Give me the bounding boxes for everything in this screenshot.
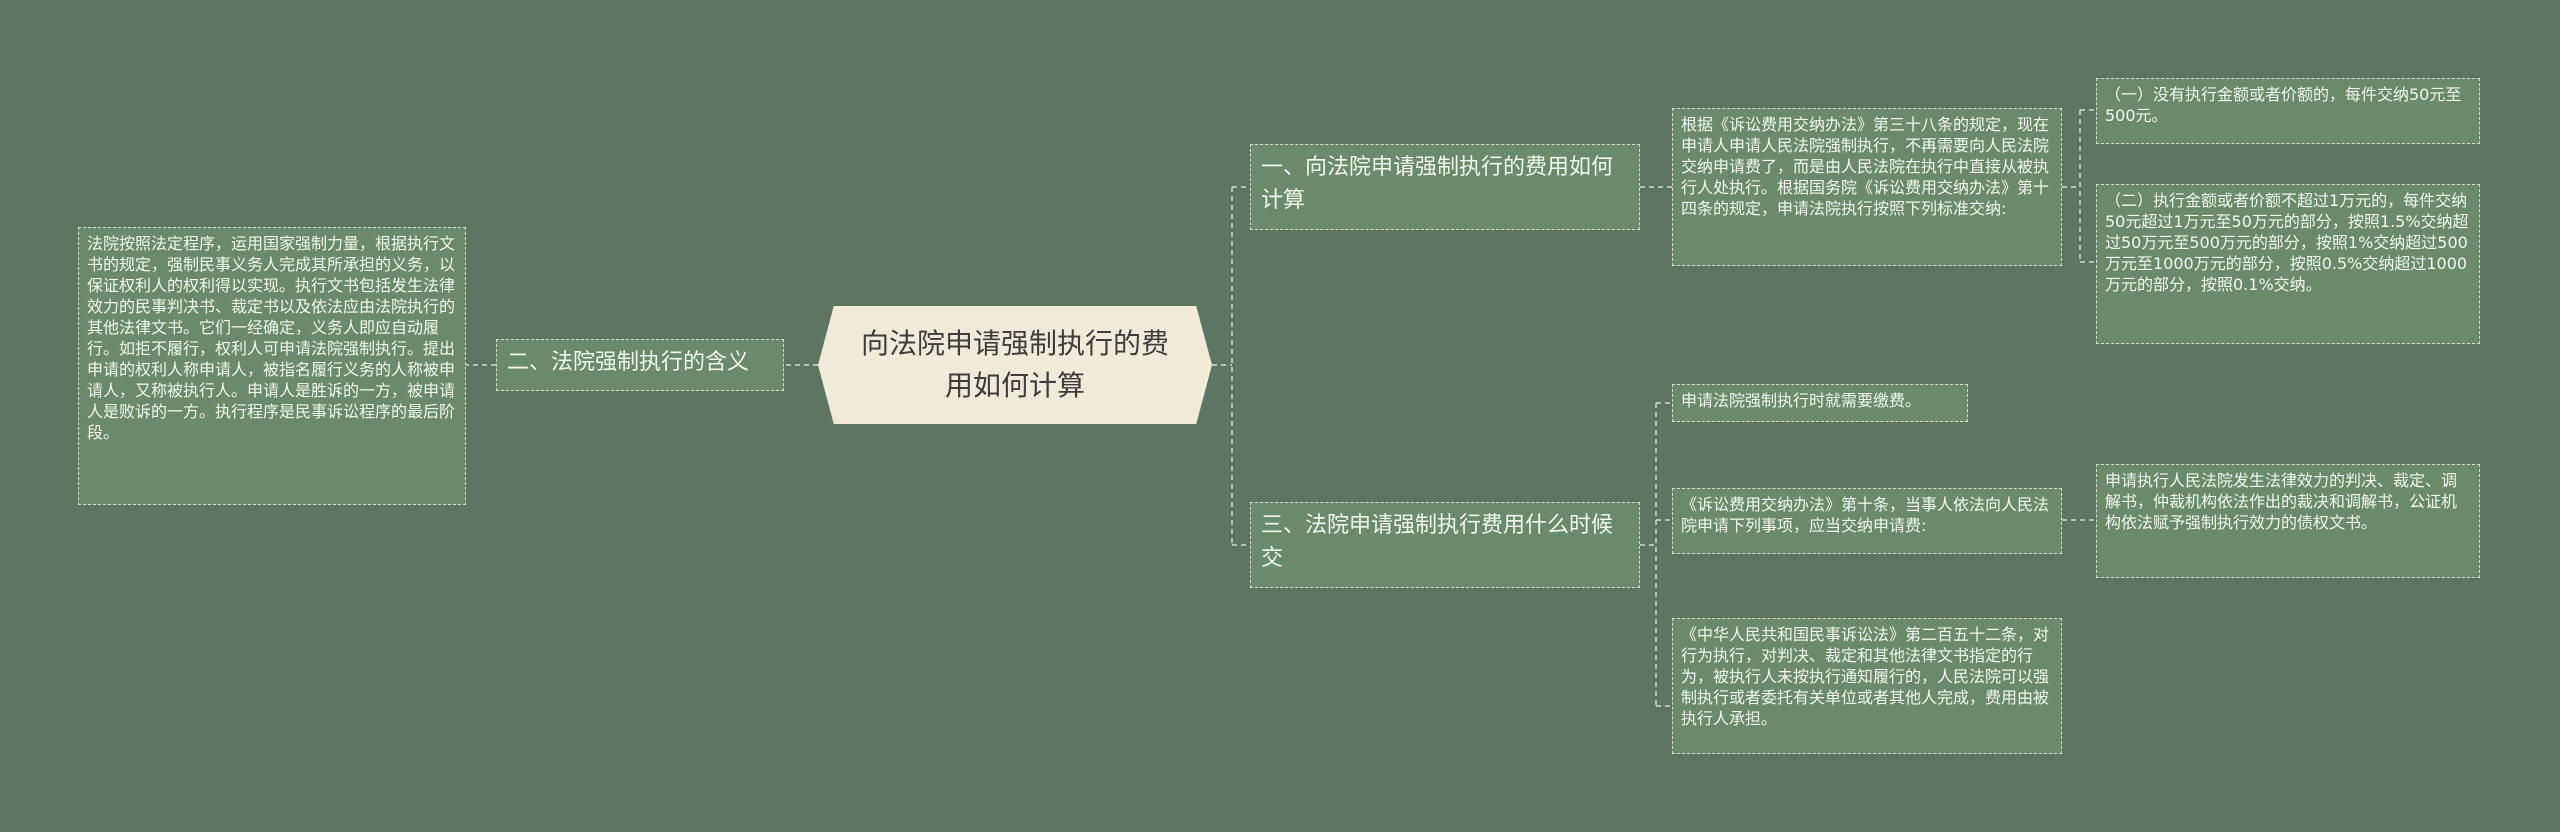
fee-standard-item-2-text: （二）执行金额或者价额不超过1万元的，每件交纳50元超过1万元至50万元的部分，… (2105, 191, 2469, 294)
fee-timing-item-2[interactable]: 《诉讼费用交纳办法》第十条，当事人依法向人民法院申请下列事项，应当交纳申请费: (1672, 488, 2062, 554)
root-title: 向法院申请强制执行的费用如何计算 (860, 327, 1169, 402)
branch-meaning-detail-text: 法院按照法定程序，运用国家强制力量，根据执行文书的规定，强制民事义务人完成其所承… (87, 234, 456, 442)
branch-fee-calc-detail[interactable]: 根据《诉讼费用交纳办法》第三十八条的规定，现在申请人申请人民法院强制执行，不再需… (1672, 108, 2062, 266)
fee-timing-item-2-child[interactable]: 申请执行人民法院发生法律效力的判决、裁定、调解书，仲裁机构依法作出的裁决和调解书… (2096, 464, 2480, 578)
fee-timing-item-1-text: 申请法院强制执行时就需要缴费。 (1681, 391, 1922, 410)
fee-timing-item-3[interactable]: 《中华人民共和国民事诉讼法》第二百五十二条，对行为执行，对判决、裁定和其他法律文… (1672, 618, 2062, 754)
fee-timing-item-1[interactable]: 申请法院强制执行时就需要缴费。 (1672, 384, 1968, 422)
branch-meaning-label: 二、法院强制执行的含义 (507, 350, 750, 375)
branch-fee-calc-detail-text: 根据《诉讼费用交纳办法》第三十八条的规定，现在申请人申请人民法院强制执行，不再需… (1681, 115, 2050, 218)
branch-meaning[interactable]: 二、法院强制执行的含义 (496, 339, 784, 391)
branch-fee-calc-label: 一、向法院申请强制执行的费用如何计算 (1261, 155, 1614, 213)
root-node[interactable]: 向法院申请强制执行的费用如何计算 (818, 306, 1212, 424)
branch-fee-calc[interactable]: 一、向法院申请强制执行的费用如何计算 (1250, 144, 1640, 230)
branch-fee-timing-label: 三、法院申请强制执行费用什么时候交 (1261, 513, 1614, 571)
fee-standard-item-2[interactable]: （二）执行金额或者价额不超过1万元的，每件交纳50元超过1万元至50万元的部分，… (2096, 184, 2480, 344)
fee-timing-item-3-text: 《中华人民共和国民事诉讼法》第二百五十二条，对行为执行，对判决、裁定和其他法律文… (1681, 625, 2050, 728)
fee-standard-item-1[interactable]: （一）没有执行金额或者价额的，每件交纳50元至500元。 (2096, 78, 2480, 144)
fee-standard-item-1-text: （一）没有执行金额或者价额的，每件交纳50元至500元。 (2105, 85, 2462, 125)
branch-meaning-detail[interactable]: 法院按照法定程序，运用国家强制力量，根据执行文书的规定，强制民事义务人完成其所承… (78, 227, 466, 505)
branch-fee-timing[interactable]: 三、法院申请强制执行费用什么时候交 (1250, 502, 1640, 588)
fee-timing-item-2-child-text: 申请执行人民法院发生法律效力的判决、裁定、调解书，仲裁机构依法作出的裁决和调解书… (2105, 471, 2458, 532)
fee-timing-item-2-text: 《诉讼费用交纳办法》第十条，当事人依法向人民法院申请下列事项，应当交纳申请费: (1681, 495, 2050, 535)
